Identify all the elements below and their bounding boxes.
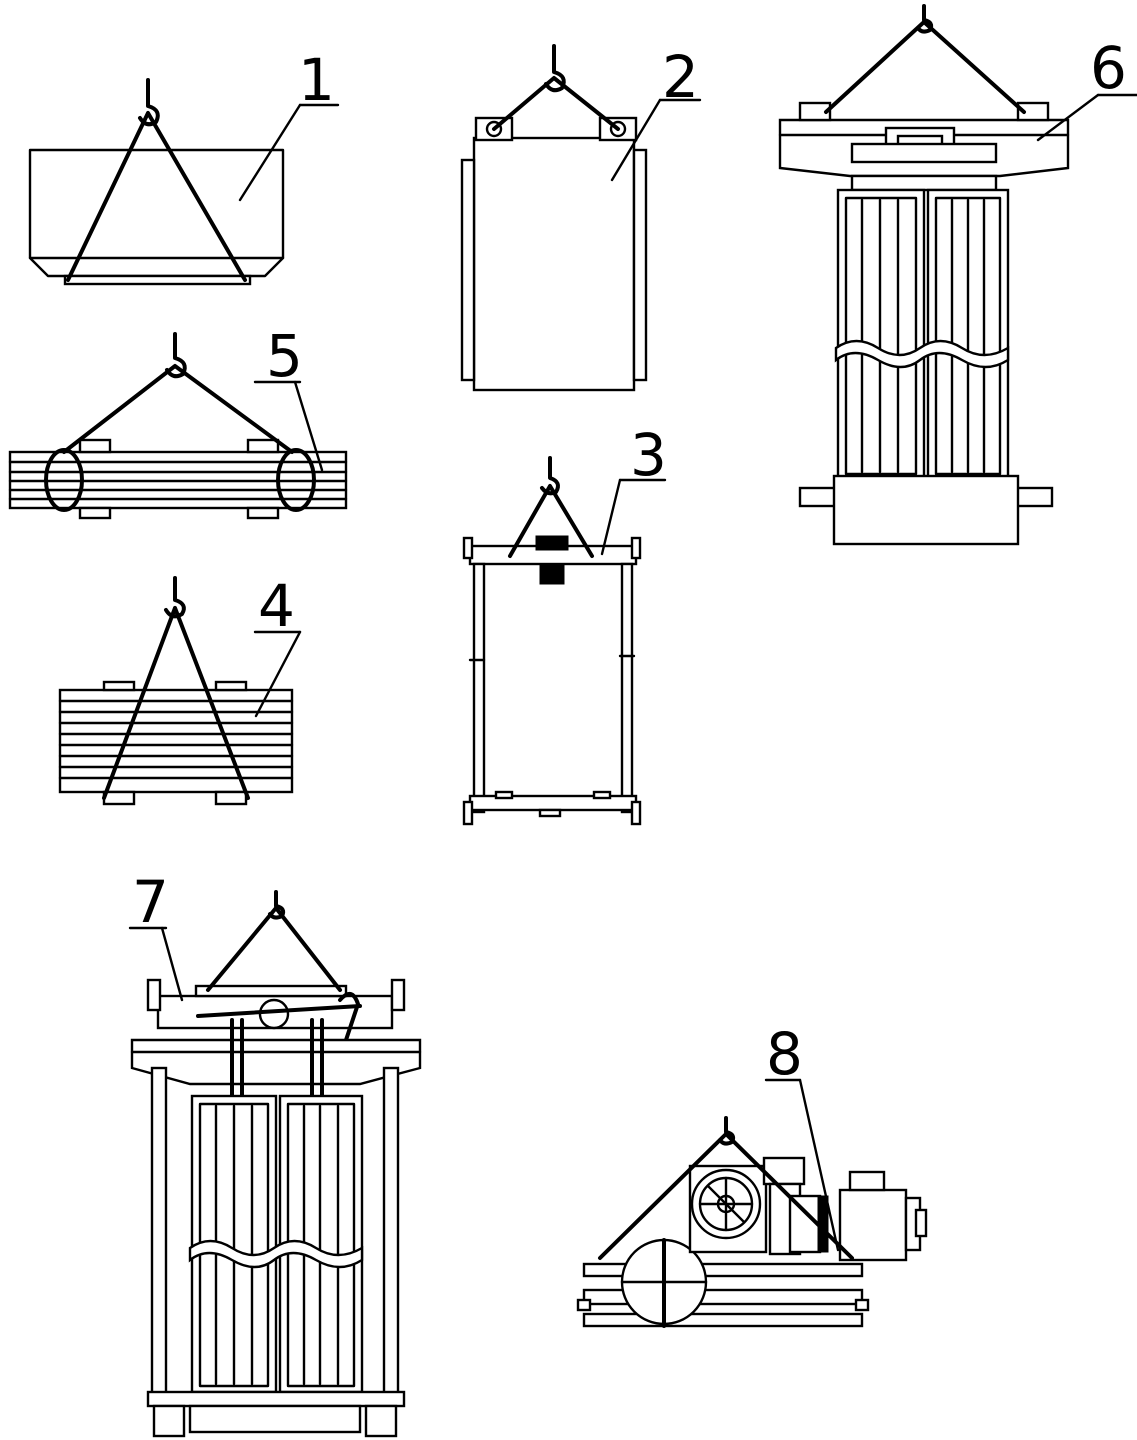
component-7-assembly: 7 xyxy=(128,868,422,1438)
label-1: 1 xyxy=(298,46,335,114)
component-2-panel: 2 xyxy=(460,43,702,392)
component-5-beam: 5 xyxy=(8,322,348,520)
component-4-block: 4 xyxy=(58,572,302,806)
label-5: 5 xyxy=(266,322,303,390)
label-8: 8 xyxy=(766,1020,803,1088)
component-1-tank: 1 xyxy=(28,46,340,286)
label-7: 7 xyxy=(132,868,169,936)
label-4: 4 xyxy=(258,572,295,640)
label-3: 3 xyxy=(630,421,667,489)
component-8-winch: 8 xyxy=(576,1020,928,1328)
hook-icon xyxy=(164,576,186,619)
component-3-frame: 3 xyxy=(462,421,667,826)
label-2: 2 xyxy=(662,43,699,111)
component-6-column: 6 xyxy=(778,4,1137,546)
hook-icon xyxy=(544,44,566,93)
core-6-stripes xyxy=(860,198,986,474)
label-6: 6 xyxy=(1090,34,1127,102)
